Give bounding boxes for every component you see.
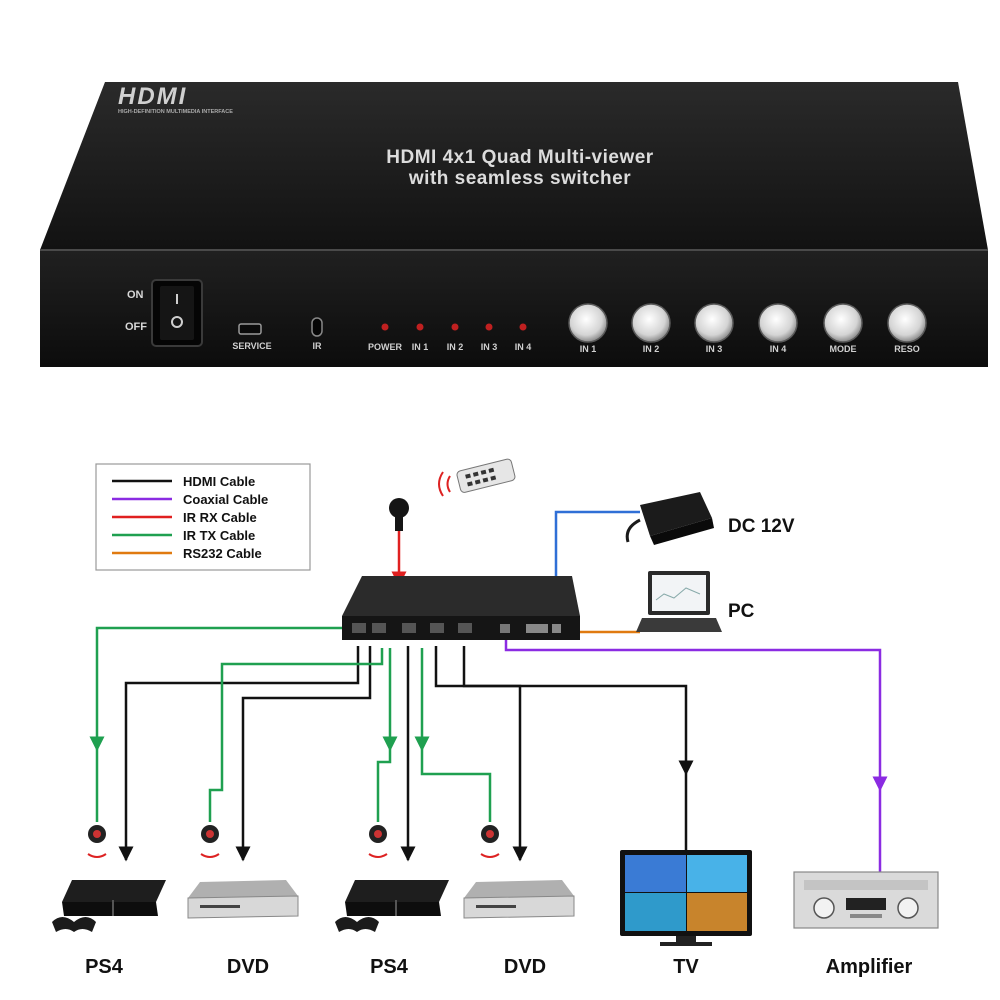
led-power — [381, 323, 389, 331]
button-reso[interactable] — [887, 303, 927, 343]
button-in2[interactable] — [631, 303, 671, 343]
small-device-top — [342, 576, 580, 616]
ps4-console-icon — [335, 880, 449, 932]
ps4-controller-icon — [335, 917, 379, 932]
ps4-controller-icon — [52, 917, 96, 932]
tv-screen-tile-4 — [687, 893, 747, 931]
led-in3 — [485, 323, 493, 331]
led-indicators: POWER IN 1 IN 2 IN 3 IN 4 — [368, 323, 532, 352]
button-in1[interactable] — [568, 303, 608, 343]
hdmi-logo-subtitle: HIGH-DEFINITION MULTIMEDIA INTERFACE — [118, 109, 233, 115]
hdmi-cable-tv — [462, 646, 694, 776]
button-mode[interactable] — [823, 303, 863, 343]
remote-control-icon — [456, 458, 516, 493]
label-dvd-1: DVD — [227, 956, 269, 978]
rear-port-out — [458, 623, 472, 633]
multiviewer-device: HDMI HIGH-DEFINITION MULTIMEDIA INTERFAC… — [40, 82, 988, 367]
pc-label: PC — [728, 601, 755, 622]
cable-legend: HDMI Cable Coaxial Cable IR RX Cable IR … — [95, 463, 311, 571]
button-label-in2: IN 2 — [643, 344, 660, 354]
switch-off-label: OFF — [125, 321, 147, 333]
button-label-in1: IN 1 — [580, 344, 597, 354]
label-ps4-2: PS4 — [370, 956, 409, 978]
rear-port-dc — [552, 624, 561, 633]
tv-screen-tile-3 — [625, 893, 686, 931]
button-label-in4: IN 4 — [770, 344, 787, 354]
power-adapter-icon — [625, 492, 714, 545]
legend-label-coax: Coaxial Cable — [183, 492, 268, 507]
label-ps4-1: PS4 — [85, 956, 124, 978]
button-label-in3: IN 3 — [706, 344, 723, 354]
service-usb-port[interactable] — [238, 323, 262, 335]
label-dvd-2: DVD — [504, 956, 546, 978]
button-label-mode: MODE — [830, 344, 857, 354]
tv-screen-tile-1 — [625, 855, 686, 892]
front-buttons: IN 1 IN 2 IN 3 IN 4 MODE RESO — [568, 303, 927, 354]
hdmi-cable-dvd-2 — [434, 646, 528, 862]
device-title-line1: HDMI 4x1 Quad Multi-viewer — [386, 147, 654, 168]
switch-off-mark — [171, 316, 183, 328]
button-in3[interactable] — [694, 303, 734, 343]
dvd-player-icon — [187, 880, 299, 919]
led-label-in2: IN 2 — [447, 342, 464, 352]
rear-port-coax — [500, 624, 510, 633]
led-in4 — [519, 323, 527, 331]
rear-port-3 — [402, 623, 416, 633]
ir-label: IR — [313, 341, 323, 351]
tv-icon — [620, 850, 752, 946]
rear-port-2 — [372, 623, 386, 633]
dc-12v-label: DC 12V — [728, 516, 795, 537]
rear-port-4 — [430, 623, 444, 633]
ir-emitter-3 — [368, 825, 388, 858]
switch-on-label: ON — [127, 289, 144, 301]
tv-screen-tile-2 — [687, 855, 747, 892]
laptop-icon — [636, 571, 722, 632]
legend-label-rs232: RS232 Cable — [183, 546, 262, 561]
button-in4[interactable] — [758, 303, 798, 343]
legend-label-ir-rx: IR RX Cable — [183, 510, 257, 525]
ir-jack[interactable] — [311, 317, 323, 337]
led-label-power: POWER — [368, 342, 403, 352]
led-label-in4: IN 4 — [515, 342, 532, 352]
ps4-console-icon — [52, 880, 166, 932]
led-label-in3: IN 3 — [481, 342, 498, 352]
label-amplifier: Amplifier — [826, 956, 913, 978]
rear-port-1 — [352, 623, 366, 633]
hdmi-logo: HDMI — [118, 83, 187, 110]
legend-label-hdmi: HDMI Cable — [183, 474, 255, 489]
multiviewer-small — [342, 576, 580, 640]
ir-tx-cable-1 — [89, 626, 376, 752]
button-label-reso: RESO — [894, 344, 920, 354]
device-top-surface — [40, 82, 988, 250]
remote-signal-waves — [438, 471, 451, 497]
ir-receiver-eye — [389, 498, 409, 518]
hdmi-cable-dvd-1 — [235, 646, 372, 862]
ir-emitter-4 — [480, 825, 500, 858]
dvd-player-icon — [463, 880, 575, 919]
device-title-line2: with seamless switcher — [408, 168, 631, 189]
device-labels: PS4 DVD PS4 DVD TV Amplifier — [85, 956, 912, 978]
ir-emitters — [87, 825, 500, 858]
rear-port-rs232 — [526, 624, 548, 633]
amplifier-icon — [793, 871, 939, 929]
ir-receiver — [389, 498, 409, 531]
legend-label-ir-tx: IR TX Cable — [183, 528, 255, 543]
service-label: SERVICE — [232, 341, 271, 351]
led-in2 — [451, 323, 459, 331]
label-tv: TV — [673, 956, 699, 978]
led-in1 — [416, 323, 424, 331]
ir-emitter-2 — [200, 825, 220, 858]
coax-cable — [504, 640, 888, 792]
ir-emitter-1 — [87, 825, 107, 858]
ir-tx-cable-2 — [208, 648, 384, 822]
led-label-in1: IN 1 — [412, 342, 429, 352]
